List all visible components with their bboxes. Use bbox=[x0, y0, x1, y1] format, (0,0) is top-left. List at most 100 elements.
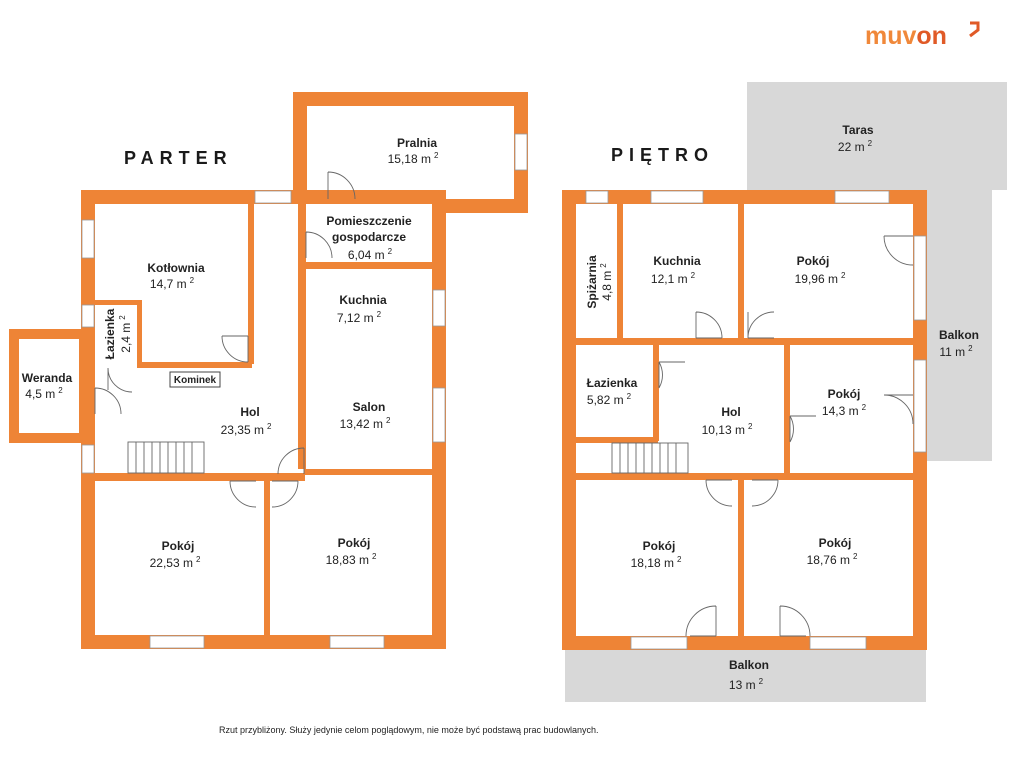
upper-main-floor bbox=[576, 204, 913, 636]
stair-steps bbox=[135, 442, 193, 473]
door-arc bbox=[229, 480, 257, 508]
disclaimer-text: Rzut przybliżony. Służy jedynie celom po… bbox=[219, 725, 599, 735]
room-name-pantry: Spiżarnia bbox=[585, 255, 599, 309]
room-name-hall-ground: Hol bbox=[240, 405, 259, 419]
door-arc bbox=[221, 335, 249, 363]
window bbox=[514, 133, 528, 171]
door-arc bbox=[94, 387, 122, 415]
ground-doors bbox=[94, 171, 356, 508]
window bbox=[913, 235, 927, 321]
window bbox=[913, 359, 927, 453]
door-arc bbox=[747, 311, 775, 339]
upper-doors bbox=[658, 235, 914, 637]
wall-boiler-south bbox=[137, 362, 252, 368]
door-arc bbox=[658, 361, 685, 389]
door-arc bbox=[779, 605, 811, 637]
room-name-utility-line1: Pomieszczenie bbox=[326, 214, 412, 228]
wall-bath-south-upper bbox=[576, 437, 658, 443]
room-name-room-upper-1: Pokój bbox=[797, 254, 830, 268]
ground-windows bbox=[81, 133, 528, 649]
room-name-terrace: Taras bbox=[842, 123, 873, 137]
room-name-room-ground-1: Pokój bbox=[162, 539, 195, 553]
door-arc bbox=[107, 367, 133, 393]
wall-utility-south bbox=[298, 262, 434, 269]
stair-steps bbox=[619, 443, 677, 473]
room-name-hall-upper: Hol bbox=[721, 405, 740, 419]
door-arc bbox=[883, 235, 914, 266]
muvon-logo: muvon bbox=[865, 21, 980, 50]
ground-floor: Kominek bbox=[9, 92, 528, 649]
wall-bath-east bbox=[137, 300, 142, 365]
window bbox=[254, 190, 292, 204]
window bbox=[809, 636, 867, 650]
room-name-room-upper-2: Pokój bbox=[828, 387, 861, 401]
door-arc bbox=[685, 605, 717, 637]
window bbox=[585, 190, 609, 204]
door-arc bbox=[705, 479, 733, 507]
floor-title-parter: PARTER bbox=[124, 148, 233, 168]
room-name-boiler: Kotłownia bbox=[147, 261, 205, 275]
terrace-area bbox=[747, 82, 1007, 190]
wall-bath-north bbox=[95, 300, 137, 305]
wall-kitchen-west bbox=[298, 269, 306, 469]
window bbox=[650, 190, 704, 204]
window bbox=[81, 304, 95, 328]
room-name-kitchen-upper: Kuchnia bbox=[653, 254, 701, 268]
door-arc bbox=[277, 447, 305, 475]
wall-utility-west bbox=[298, 204, 306, 274]
logo-text-muv: muv bbox=[865, 22, 917, 50]
laundry-floor bbox=[307, 106, 514, 199]
room-name-balcony-right: Balkon bbox=[939, 328, 979, 342]
wall-kitchen-east bbox=[738, 204, 744, 342]
room-name-bath-ground: Łazienka bbox=[103, 308, 117, 359]
window bbox=[81, 444, 95, 474]
wall-room1-south bbox=[742, 338, 913, 345]
door-arc bbox=[695, 311, 723, 339]
window bbox=[432, 289, 446, 327]
room-name-veranda: Weranda bbox=[22, 371, 73, 385]
logo-arrow-icon bbox=[969, 21, 980, 38]
wall-hall-east-upper bbox=[784, 343, 790, 477]
door-arc bbox=[751, 479, 779, 507]
wall-pantry-east bbox=[617, 204, 623, 342]
fireplace-label: Kominek bbox=[174, 375, 217, 386]
wall-hall-south bbox=[95, 473, 305, 481]
upper-floor bbox=[562, 82, 1007, 702]
window bbox=[149, 635, 205, 649]
wall-salon-south bbox=[304, 469, 432, 475]
room-name-balcony-bottom: Balkon bbox=[729, 658, 769, 672]
room-name-salon: Salon bbox=[353, 400, 386, 414]
wall-bottom-rooms-divider bbox=[738, 480, 744, 636]
svg-text:muvon: muvon bbox=[865, 22, 947, 50]
door-arc bbox=[327, 171, 356, 200]
right-balcony-area bbox=[926, 190, 992, 461]
bottom-balcony-area bbox=[565, 650, 926, 702]
wall-rooms-divider bbox=[264, 475, 270, 635]
ground-main-floor bbox=[95, 204, 432, 635]
window bbox=[834, 190, 890, 204]
room-name-room-upper-3: Pokój bbox=[643, 539, 676, 553]
wall-kitchen-south bbox=[576, 338, 742, 345]
room-name-kitchen-ground: Kuchnia bbox=[339, 293, 387, 307]
room-area-pantry: 4,8 m2 bbox=[599, 263, 614, 301]
stairs-outline bbox=[611, 442, 689, 474]
room-name-utility-line2: gospodarcze bbox=[332, 230, 406, 244]
